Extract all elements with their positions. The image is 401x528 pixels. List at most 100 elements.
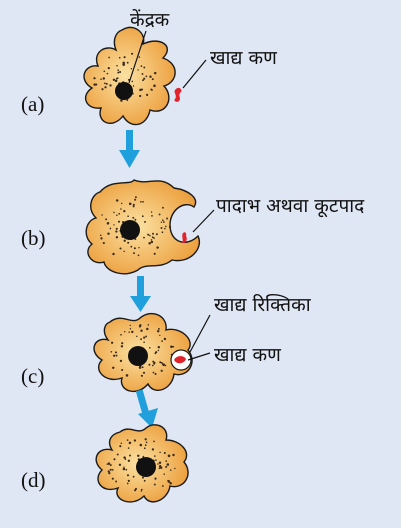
cytoplasm-granule (126, 474, 130, 477)
cytoplasm-granule (123, 466, 125, 468)
cytoplasm-granule (162, 219, 164, 221)
food-particle-b (182, 232, 187, 244)
leader-pseudopodia (192, 209, 215, 233)
cytoplasm-granule (115, 236, 119, 239)
cytoplasm-granule (119, 445, 122, 448)
cytoplasm-granule (147, 233, 150, 236)
cytoplasm-granule (137, 454, 140, 458)
food-particle-a (174, 87, 182, 102)
cytoplasm-granule (115, 199, 119, 202)
cytoplasm-granule (101, 88, 104, 91)
cytoplasm-granule (115, 77, 118, 80)
food-particle-label-a: खाद्य कण (210, 47, 277, 69)
cytoplasm-granule (107, 462, 111, 465)
cytoplasm-granule (112, 366, 115, 369)
cytoplasm-granule (140, 490, 143, 492)
cytoplasm-granule (106, 463, 109, 465)
cytoplasm-granule (165, 225, 167, 228)
cytoplasm-granule (149, 75, 152, 78)
cytoplasm-granule (107, 66, 110, 70)
cytoplasm-granule (158, 461, 162, 464)
cytoplasm-granule (151, 448, 155, 451)
cytoplasm-granule (143, 336, 146, 339)
amoeba-d (95, 424, 189, 503)
cytoplasm-granule (127, 479, 130, 482)
cytoplasm-granule (153, 440, 155, 443)
cytoplasm-granule (115, 354, 118, 357)
food-vacuole-label: खाद्य रिक्तिका (214, 294, 311, 316)
cytoplasm-granule (117, 71, 120, 74)
cytoplasm-granule (112, 252, 115, 256)
cytoplasm-granule (125, 374, 129, 377)
cytoplasm-granule (162, 206, 164, 209)
cytoplasm-granule (145, 75, 148, 78)
cytoplasm-granule (93, 77, 96, 80)
cytoplasm-granule (154, 455, 156, 457)
nucleus-label: केंद्रक (130, 9, 170, 31)
cytoplasm-granule (106, 222, 110, 225)
arrow-b-to-c (130, 276, 151, 312)
cytoplasm-granule (108, 56, 110, 59)
cytoplasm-granule (149, 234, 151, 237)
cytoplasm-granule (130, 67, 133, 70)
cytoplasm-granule (153, 84, 156, 88)
cytoplasm-granule (169, 482, 172, 485)
cytoplasm-granule (139, 443, 143, 447)
cytoplasm-granule (163, 473, 165, 475)
cytoplasm-granule (153, 361, 156, 364)
cytoplasm-granule (129, 454, 131, 457)
cytoplasm-granule (162, 363, 165, 366)
leader-nucleus (128, 30, 147, 84)
cytoplasm-granules-d (106, 438, 176, 492)
cytoplasm-granule (141, 88, 144, 91)
arrow-a-to-b (119, 130, 140, 168)
cytoplasm-granule (103, 82, 106, 85)
cytoplasm-granule (113, 211, 115, 214)
cytoplasm-granule (141, 215, 144, 218)
cytoplasm-granule (143, 341, 145, 343)
cytoplasm-granule (134, 487, 138, 490)
cytoplasm-granule (144, 438, 147, 441)
cytoplasm-granule (118, 56, 121, 59)
cytoplasm-granule (130, 245, 133, 248)
cytoplasm-granule (120, 202, 123, 205)
cytoplasm-granule (116, 214, 118, 217)
cytoplasm-granule (93, 83, 96, 86)
cytoplasm-granule (166, 463, 170, 466)
cytoplasm-granule (142, 371, 146, 374)
cytoplasm-granule (141, 72, 144, 75)
food-particle-c (174, 356, 186, 364)
cytoplasm-granule (155, 351, 158, 354)
cytoplasm-granule (120, 333, 122, 336)
cytoplasm-granule (161, 340, 163, 342)
cytoplasm-granule (155, 459, 157, 461)
cytoplasm-granule (129, 324, 131, 327)
cytoplasm-granule (140, 65, 143, 67)
cytoplasm-granule (170, 345, 173, 348)
cytoplasm-granule (129, 327, 132, 330)
nucleus-c (128, 346, 148, 366)
cytoplasm-granule (157, 330, 160, 333)
cytoplasm-granule (123, 56, 126, 59)
cytoplasm-granule (153, 252, 156, 255)
cytoplasm-granule (144, 220, 146, 223)
cytoplasm-granule (121, 368, 124, 372)
cytoplasm-granule (116, 65, 118, 67)
pseudopodia-label: पादाभ अथवा कूटपाद (216, 195, 365, 217)
cytoplasm-granule (160, 227, 163, 229)
cytoplasm-granule (122, 467, 126, 471)
cytoplasm-granule (157, 345, 161, 349)
cytoplasm-granule (156, 246, 159, 249)
cytoplasm-granule (115, 480, 118, 483)
cytoplasm-granule (110, 351, 113, 353)
cytoplasm-granule (119, 71, 122, 73)
cytoplasm-granule (123, 330, 126, 333)
leader-food-particle-c (187, 352, 211, 361)
cytoplasm-granule (160, 221, 163, 223)
cytoplasm-granule (134, 238, 137, 241)
cytoplasm-granule (150, 239, 153, 241)
cytoplasm-granule (126, 99, 129, 102)
cytoplasm-granule (120, 345, 124, 348)
cytoplasm-granule (151, 89, 153, 91)
stage-label-a: (a) (21, 92, 45, 116)
